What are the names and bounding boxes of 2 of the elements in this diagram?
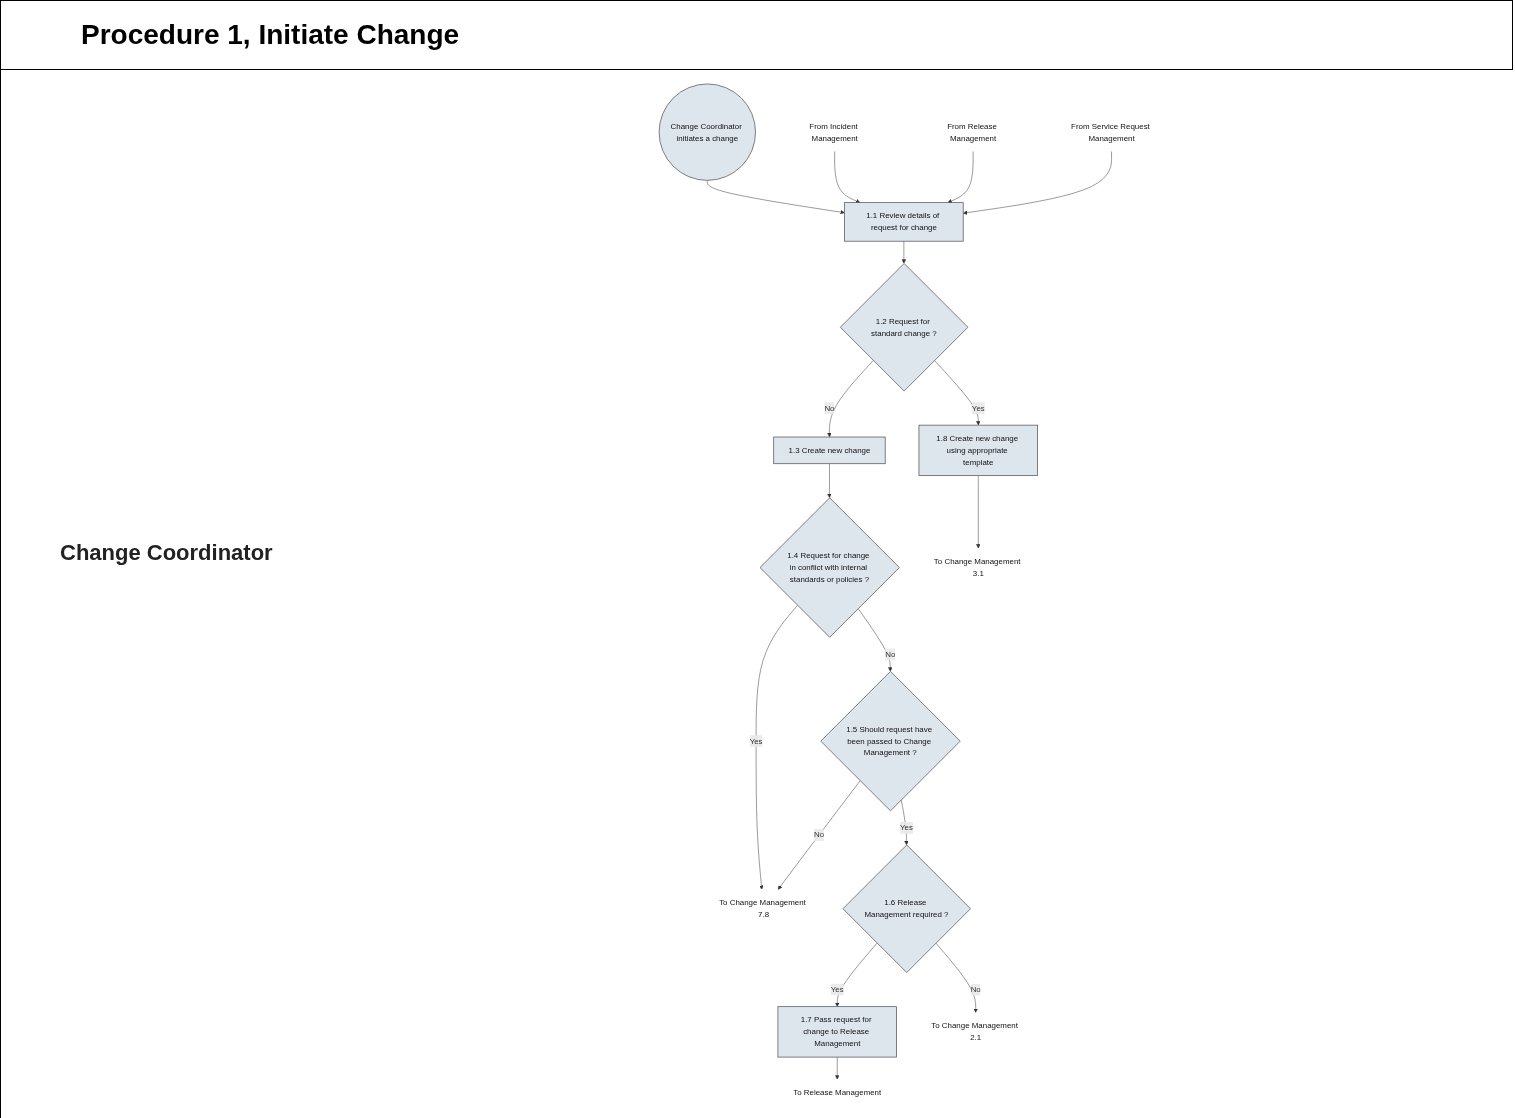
lane-label: Change Coordinator xyxy=(60,540,274,566)
title: Procedure 1, Initiate Change xyxy=(0,0,1513,70)
